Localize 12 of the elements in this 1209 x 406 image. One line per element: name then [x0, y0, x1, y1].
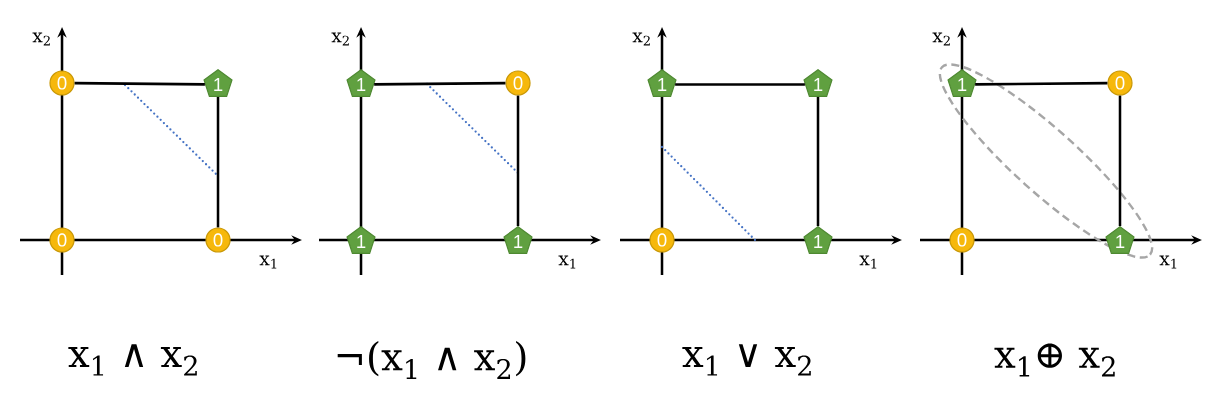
square-side [975, 81, 1108, 86]
formula: x$_{1}$ ∧ x$_{2}$ [68, 344, 197, 376]
square-side [374, 81, 506, 86]
square-side [816, 96, 820, 227]
formula: ¬(x$_{1}$ ∧ x$_{2}$) [337, 340, 526, 379]
square-side [675, 83, 805, 86]
square-side [1118, 95, 1122, 227]
square-side [74, 81, 205, 86]
formula: x$_{1}$⊕ x$_{2}$ [994, 343, 1115, 377]
square-side [516, 95, 520, 227]
formula: x$_{1}$ ∨ x$_{2}$ [682, 344, 811, 376]
square-side [216, 96, 220, 228]
